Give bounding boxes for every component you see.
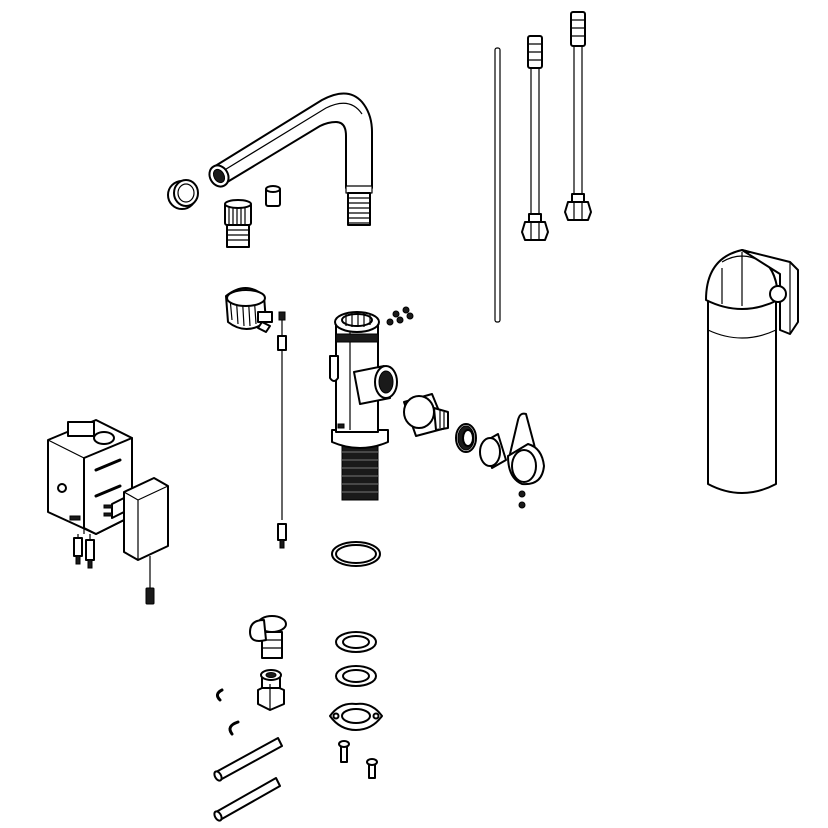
flex-hose-right-icon [564, 11, 592, 221]
small-sleeve-icon [265, 185, 281, 207]
sealing-washers-icon [335, 631, 377, 687]
tap-body-icon [329, 311, 398, 501]
aerator-insert-icon [224, 199, 252, 248]
flow-sensor-icon [225, 287, 273, 333]
spout-icon [208, 92, 373, 226]
water-filter-cartridge-icon [705, 249, 799, 494]
fixing-bolts-icon [338, 740, 378, 779]
mounting-screws-icon [386, 306, 414, 326]
lever-handle-icon [507, 412, 545, 509]
aerator-cap-icon [167, 179, 199, 210]
sensor-cable-icon [277, 311, 287, 549]
electronic-control-box-icon [47, 419, 133, 569]
valve-fitting-icon [249, 615, 287, 659]
handle-collar-icon [479, 433, 507, 469]
mounting-flange-icon [329, 702, 383, 731]
cartridge-icon [403, 393, 449, 437]
connection-pipes-icon [213, 737, 283, 822]
cartridge-nut-icon [455, 423, 477, 453]
retaining-clips-icon [215, 688, 240, 736]
base-o-ring-icon [331, 541, 381, 567]
compression-fitting-icon [257, 669, 285, 711]
power-adapter-icon [103, 477, 169, 605]
thin-rod-icon [494, 47, 501, 323]
flex-hose-left-icon [521, 35, 549, 241]
